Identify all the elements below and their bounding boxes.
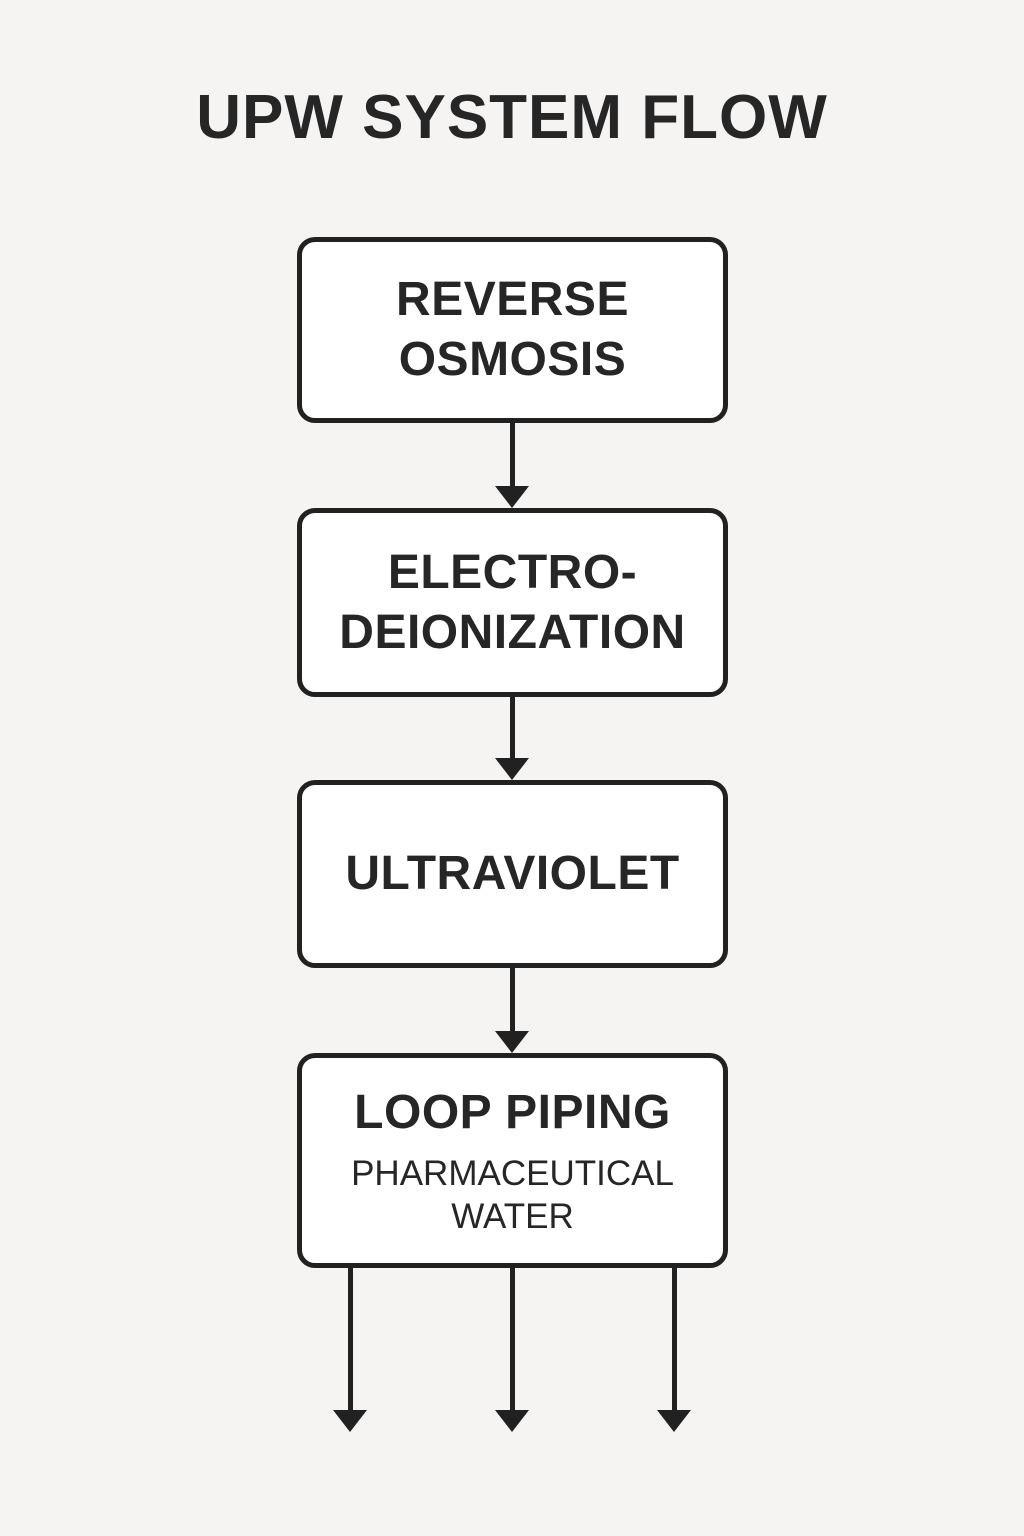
node-sublabel-line: WATER [451, 1197, 574, 1236]
arrow-shaft [510, 695, 515, 760]
node-loop-piping: LOOP PIPING PHARMACEUTICAL WATER [297, 1053, 728, 1268]
node-label-line: ELECTRO- [387, 545, 638, 599]
arrow-shaft [348, 1266, 353, 1412]
node-reverse-osmosis: REVERSE OSMOSIS [297, 237, 728, 423]
node-label-line: DEIONIZATION [339, 605, 686, 659]
arrowhead-down-icon [495, 758, 529, 780]
node-label-line: ULTRAVIOLET [345, 847, 680, 900]
arrowhead-down-icon [495, 486, 529, 508]
node-ultraviolet: ULTRAVIOLET [297, 780, 728, 968]
node-label: ELECTRO- DEIONIZATION [339, 543, 685, 663]
node-sublabel: PHARMACEUTICAL WATER [351, 1152, 674, 1238]
arrow-shaft [672, 1266, 677, 1412]
node-label: ULTRAVIOLET [345, 844, 679, 904]
arrowhead-down-icon [657, 1410, 691, 1432]
node-label-line: OSMOSIS [398, 333, 627, 386]
node-label-line: REVERSE [396, 273, 629, 326]
arrow-shaft [510, 966, 515, 1033]
node-sublabel-line: PHARMACEUTICAL [351, 1154, 674, 1193]
arrow-shaft [510, 1266, 515, 1412]
arrowhead-down-icon [495, 1410, 529, 1432]
arrow-shaft [510, 421, 515, 488]
arrowhead-down-icon [495, 1031, 529, 1053]
node-label-line: LOOP PIPING [354, 1086, 671, 1139]
node-electro-deionization: ELECTRO- DEIONIZATION [297, 508, 728, 697]
node-label: REVERSE OSMOSIS [396, 270, 629, 390]
node-label: LOOP PIPING [354, 1083, 671, 1143]
arrowhead-down-icon [333, 1410, 367, 1432]
page-title: UPW SYSTEM FLOW [196, 83, 828, 152]
